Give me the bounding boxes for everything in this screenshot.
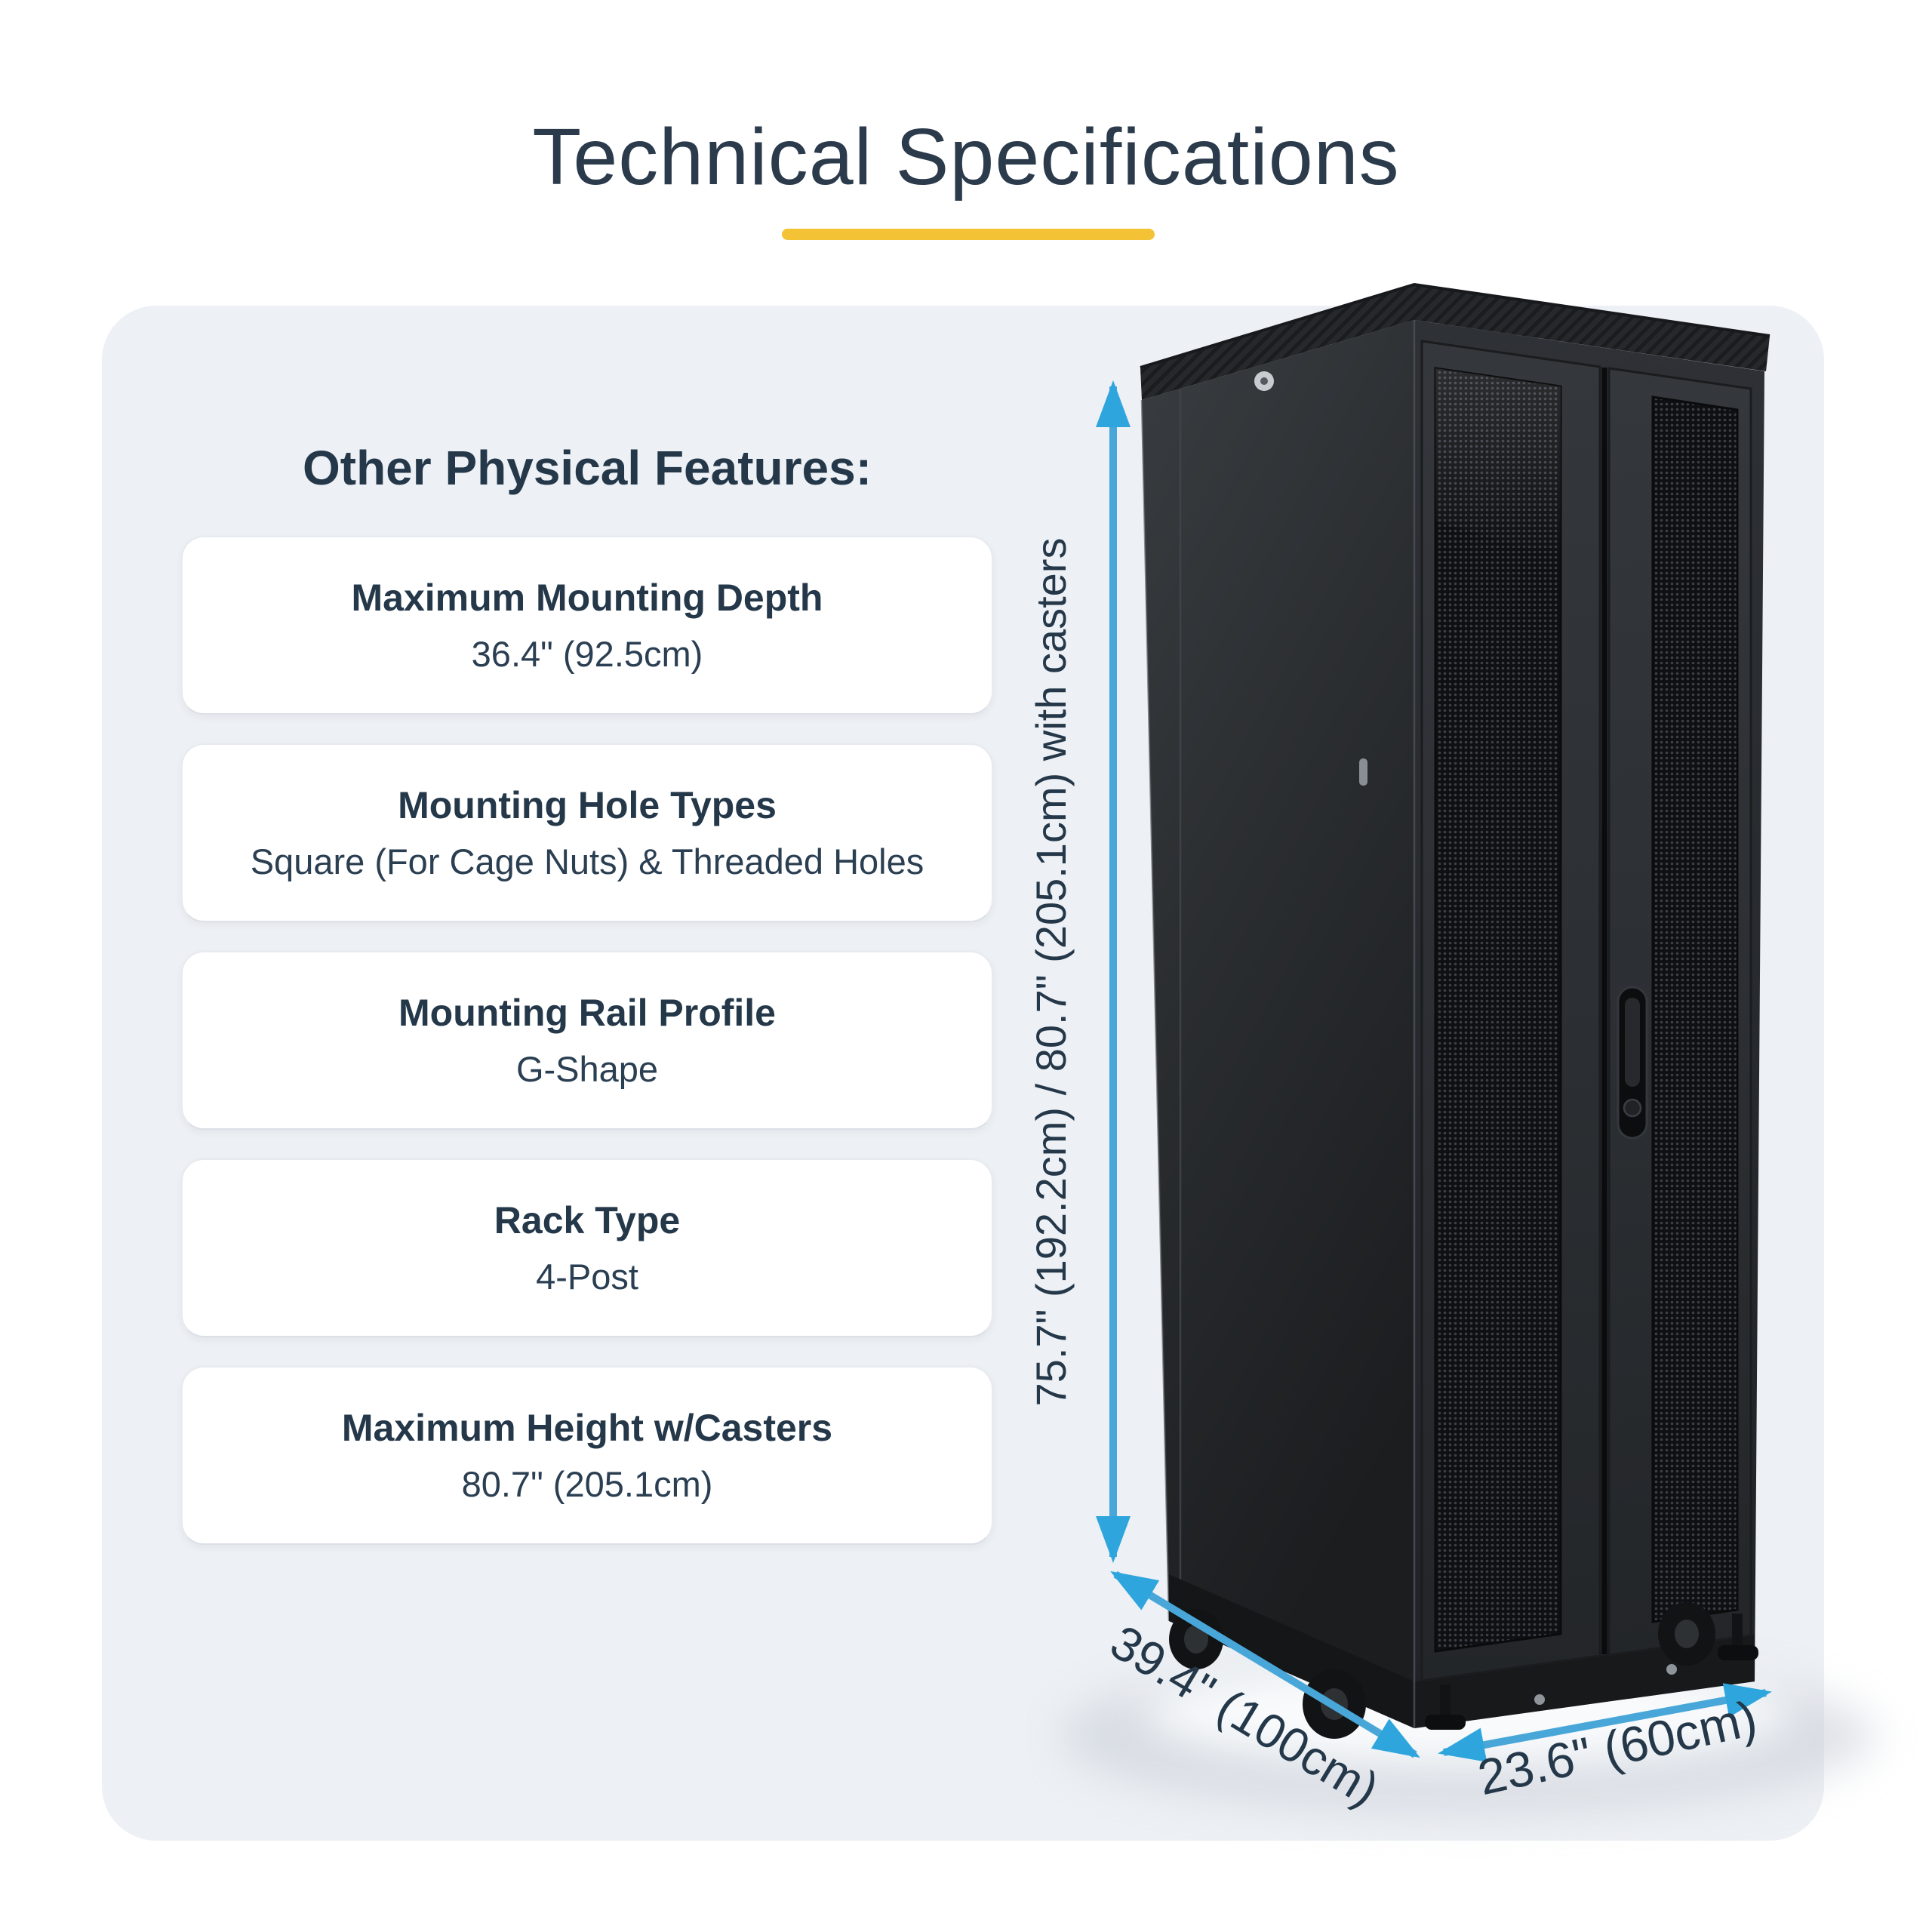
spec-title: Mounting Hole Types: [398, 784, 777, 826]
spec-title: Rack Type: [494, 1199, 681, 1241]
page-title: Technical Specifications: [532, 112, 1400, 202]
width-dimension-arrow: [1438, 1683, 1772, 1762]
spec-card-mounting-depth: Maximum Mounting Depth 36.4" (92.5cm): [181, 536, 993, 715]
rack-side-panel: [1142, 320, 1414, 1728]
front-door-left: [1420, 340, 1601, 1682]
spec-title: Mounting Rail Profile: [398, 992, 776, 1034]
spec-card-max-height: Maximum Height w/Casters 80.7" (205.1cm): [181, 1366, 993, 1545]
front-door-right: [1607, 367, 1752, 1657]
depth-dimension-arrow: [1110, 1571, 1420, 1758]
door-keyhole-icon: [1623, 1098, 1642, 1118]
title-underline-accent: [782, 229, 1155, 240]
spec-value: 4-Post: [536, 1257, 638, 1297]
spec-value: 36.4" (92.5cm): [471, 634, 703, 674]
spec-title: Maximum Height w/Casters: [341, 1407, 833, 1449]
server-rack-cabinet: [1140, 282, 1770, 1739]
right-door-mesh-panel: [1651, 395, 1739, 1623]
side-panel-latch: [1359, 758, 1367, 786]
spec-value: G-Shape: [515, 1049, 659, 1089]
height-dimension-label: 75.7" (192.2cm) / 80.7" (205.1cm) with c…: [1027, 538, 1075, 1407]
features-heading: Other Physical Features:: [302, 441, 872, 495]
server-rack-diagram: 75.7" (192.2cm) / 80.7" (205.1cm) with c…: [1027, 282, 1875, 1817]
spec-title: Maximum Mounting Depth: [351, 577, 823, 619]
spec-card-hole-types: Mounting Hole Types Square (For Cage Nut…: [181, 743, 993, 922]
leveling-foot-front-right: [1718, 1614, 1758, 1660]
dimension-arrows: [1095, 380, 1772, 1762]
door-handle: [1617, 986, 1648, 1140]
spec-card-rail-profile: Mounting Rail Profile G-Shape: [181, 951, 993, 1130]
left-door-mesh-panel: [1434, 367, 1562, 1653]
spec-value: Square (For Cage Nuts) & Threaded Holes: [250, 841, 924, 881]
spec-card-rack-type: Rack Type 4-Post: [181, 1158, 993, 1337]
spec-value: 80.7" (205.1cm): [461, 1464, 713, 1504]
